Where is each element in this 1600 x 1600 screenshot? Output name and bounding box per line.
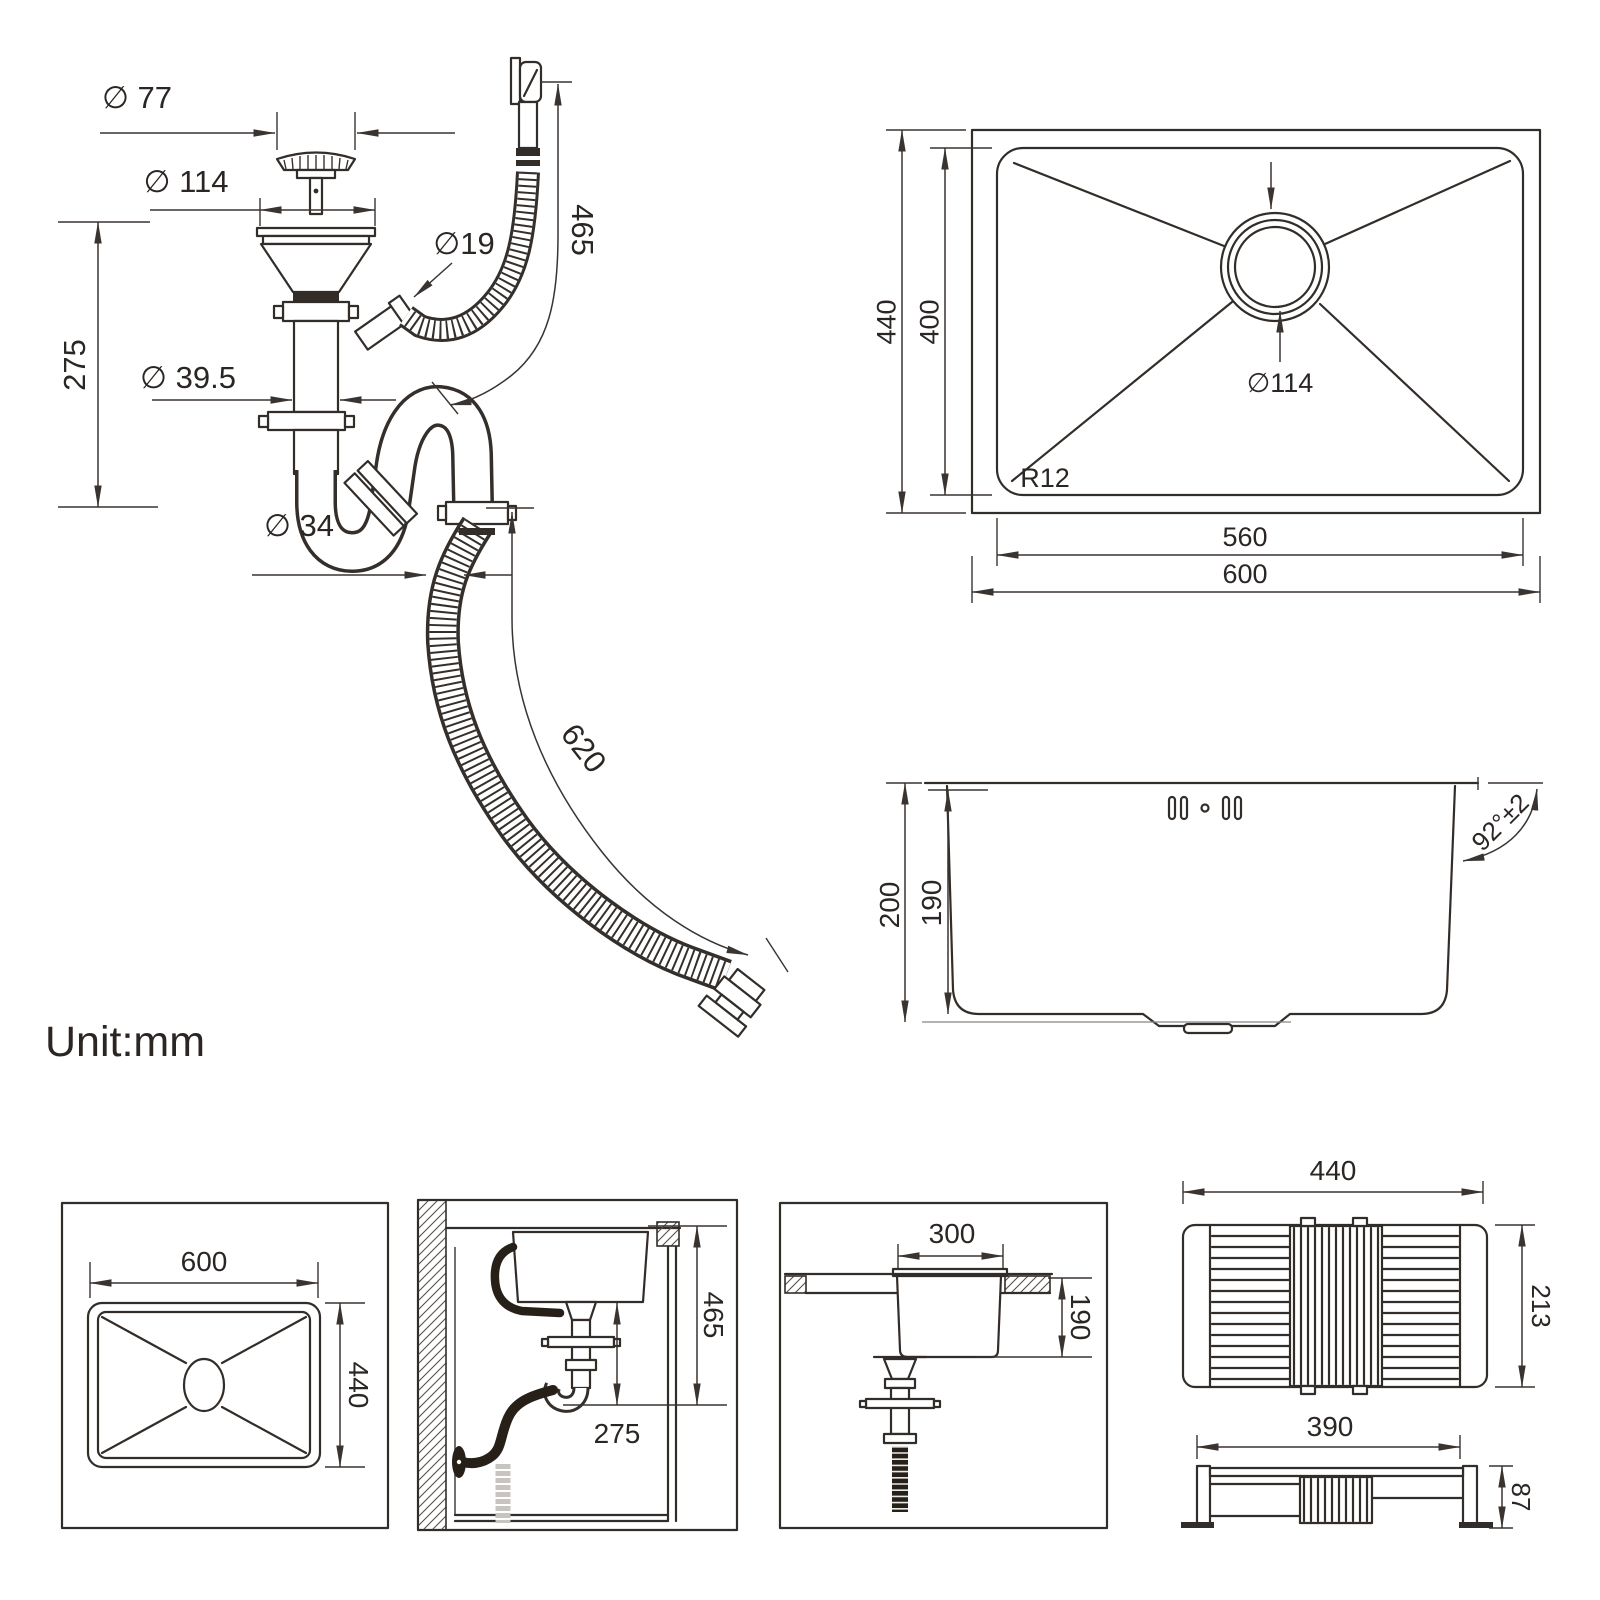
sink-outer-rim: [970, 128, 1542, 515]
dim-label-600: 600: [1222, 559, 1267, 589]
rack-rods-right: [1381, 1234, 1460, 1381]
wall-hatch: [417, 1199, 447, 1531]
dim-label-600: 600: [181, 1246, 228, 1277]
dim-label-114: ∅ 114: [143, 164, 228, 199]
dim-inner-length-560: 560: [996, 518, 1524, 566]
dim-outer-width-440: 440: [871, 129, 966, 514]
panel-rack-views: 440 213 390: [1181, 1155, 1556, 1529]
dim-flange: ∅ 114: [143, 164, 376, 226]
corner-radius-label: R12: [1020, 463, 1070, 493]
dim-label-465: 465: [698, 1292, 729, 1339]
dim-width-440: 440: [325, 1302, 374, 1468]
dim-outer-length-600: 600: [971, 556, 1541, 603]
waste-hose: [458, 1385, 558, 1469]
panel-border: [60, 1201, 390, 1530]
dim-label-19: ∅19: [433, 226, 495, 261]
sink-rim: [891, 1267, 1009, 1278]
dim-label-drain-114: ∅114: [1247, 368, 1314, 398]
dim-strainer-cap: ∅ 77: [100, 80, 455, 150]
dim-label-34: ∅ 34: [264, 508, 334, 543]
dim-label-465: 465: [565, 204, 600, 256]
dim-label-200: 200: [874, 882, 905, 929]
hanging-mat: [1298, 1475, 1374, 1525]
sink-bowl: [511, 1230, 650, 1304]
dim-87: 87: [1489, 1465, 1536, 1529]
sink-outline: [86, 1301, 322, 1469]
dim-wall-angle: 92°±2: [1462, 782, 1543, 862]
rack-side-view: 390 87: [1181, 1411, 1536, 1529]
trap-outlet-flange: [444, 500, 510, 526]
bowl-section: [895, 1274, 1003, 1359]
overflow-head: [509, 56, 543, 166]
dim-465: 465: [563, 1225, 729, 1406]
panel-border: [778, 1201, 1109, 1530]
dim-label-77: ∅ 77: [102, 80, 172, 115]
drain-hole: [1219, 211, 1331, 323]
overflow-branch-tee: [354, 294, 418, 351]
panel-top-view: 600 440: [60, 1201, 390, 1530]
outlet-corrugated-hose: [425, 516, 766, 1038]
dim-label-39-5: ∅ 39.5: [140, 360, 236, 395]
dim-300: 300: [897, 1218, 1004, 1270]
bowl-diagonals: [1010, 159, 1512, 483]
dim-275: 275: [594, 1302, 641, 1449]
dim-outlet-hose-dia: ∅ 34: [252, 508, 512, 579]
dim-label-275: 275: [57, 339, 92, 391]
bracket-left: [1195, 1464, 1212, 1526]
dim-label-190: 190: [916, 880, 947, 927]
rack-mat: [1288, 1224, 1384, 1388]
trap-union-nut: [343, 459, 419, 537]
dim-tailpipe: ∅ 39.5: [140, 360, 396, 404]
unit-label: Unit:mm: [45, 1018, 205, 1066]
overflow-hose: [490, 1242, 565, 1318]
dim-length-600: 600: [89, 1246, 319, 1298]
dim-190: 190: [975, 1277, 1096, 1358]
dim-label-400: 400: [914, 299, 944, 344]
dim-label-390: 390: [1307, 1411, 1354, 1442]
rack-top-view: 440 213: [1181, 1155, 1556, 1396]
sink-top-view-diagram: ∅114 R12 440 400 560 600: [871, 128, 1542, 603]
bowl-section-outline: [945, 784, 1457, 1028]
dim-label-300: 300: [929, 1218, 976, 1249]
bracket-right: [1461, 1464, 1479, 1526]
strainer-basket: [275, 151, 357, 216]
overflow-slots: [1167, 795, 1243, 821]
dim-label-560: 560: [1222, 522, 1267, 552]
dim-total-depth-200: 200: [874, 782, 922, 1023]
hose-end-fitting: [697, 967, 766, 1038]
strainer-body: [255, 226, 377, 323]
dim-label-440: 440: [871, 299, 901, 344]
sink-bowl-edge: [995, 146, 1525, 497]
sink-side-view-diagram: 200 190 92°±2: [874, 777, 1543, 1035]
dim-label-275: 275: [594, 1418, 641, 1449]
dim-inner-width-400: 400: [914, 147, 992, 496]
dim-overflow-branch: ∅19: [413, 226, 495, 298]
panel-front-section: 300 190: [778, 1201, 1109, 1530]
dim-label-87: 87: [1506, 1483, 1536, 1512]
dim-label-440: 440: [343, 1362, 374, 1409]
dim-bowl-depth-190: 190: [916, 789, 988, 1015]
dim-213: 213: [1495, 1224, 1556, 1388]
dim-outlet-hose-length: 620: [486, 507, 789, 973]
tailpipe: [292, 319, 340, 414]
tailpipe-locknut: [266, 410, 347, 432]
dim-label-angle: 92°±2: [1465, 787, 1534, 856]
dim-assembly-height: 275: [57, 221, 158, 508]
dim-label-440: 440: [1310, 1155, 1357, 1186]
panel-cabinet-section: 465 275: [416, 1198, 739, 1532]
dim-390: 390: [1196, 1411, 1461, 1459]
drain-assembly-diagram: ∅ 77 ∅ 114 ∅19 ∅ 39.5 275 465 ∅ 34: [57, 56, 789, 1038]
drain-pipe: [858, 1355, 942, 1512]
drain-boss: [1182, 1022, 1234, 1035]
rack-rods-left: [1210, 1234, 1291, 1381]
dim-440: 440: [1182, 1155, 1484, 1204]
rail-top: [1208, 1466, 1465, 1478]
dim-label-190: 190: [1065, 1294, 1096, 1341]
dim-label-213: 213: [1526, 1284, 1556, 1327]
drain-mark: [182, 1357, 226, 1413]
dim-label-620: 620: [554, 717, 613, 779]
dim-overflow-hose-length: 465: [431, 81, 600, 415]
